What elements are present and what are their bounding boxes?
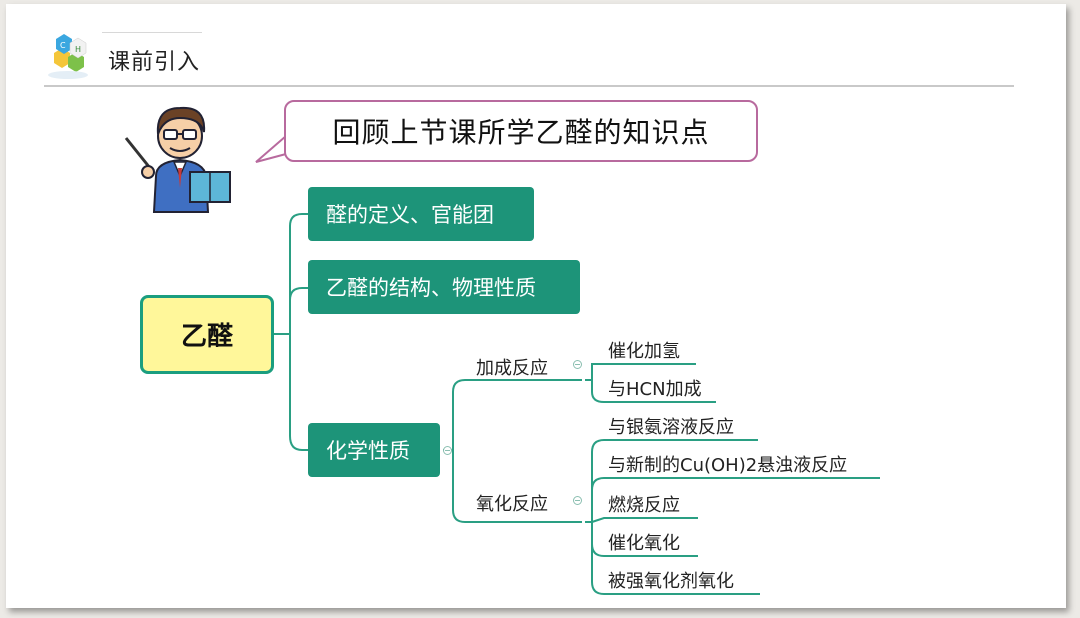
leaf-hcn-addition: 与HCN加成	[608, 375, 702, 401]
branch-node-definition: 醛的定义、官能团	[308, 187, 534, 241]
leaf-catalytic-hydrogenation: 催化加氢	[608, 337, 680, 363]
leaf-silver-ammonia: 与银氨溶液反应	[608, 413, 734, 439]
leaf-strong-oxidant: 被强氧化剂氧化	[608, 567, 734, 593]
collapse-toggle-addition[interactable]	[573, 360, 582, 369]
leaf-catalytic-oxidation: 催化氧化	[608, 529, 680, 555]
leaf-combustion: 燃烧反应	[608, 491, 680, 517]
sub-branch-oxidation: 氧化反应	[476, 490, 548, 516]
collapse-toggle-chemical-properties[interactable]	[443, 446, 452, 455]
slide: C H 课前引入 回顾上节课所学乙醛的知识点	[6, 4, 1066, 608]
leaf-copper-hydroxide: 与新制的Cu(OH)2悬浊液反应	[608, 451, 847, 477]
sub-branch-addition: 加成反应	[476, 354, 548, 380]
branch-node-chemical-properties: 化学性质	[308, 423, 440, 477]
collapse-toggle-oxidation[interactable]	[573, 496, 582, 505]
branch-node-structure: 乙醛的结构、物理性质	[308, 260, 580, 314]
root-node: 乙醛	[140, 295, 274, 374]
